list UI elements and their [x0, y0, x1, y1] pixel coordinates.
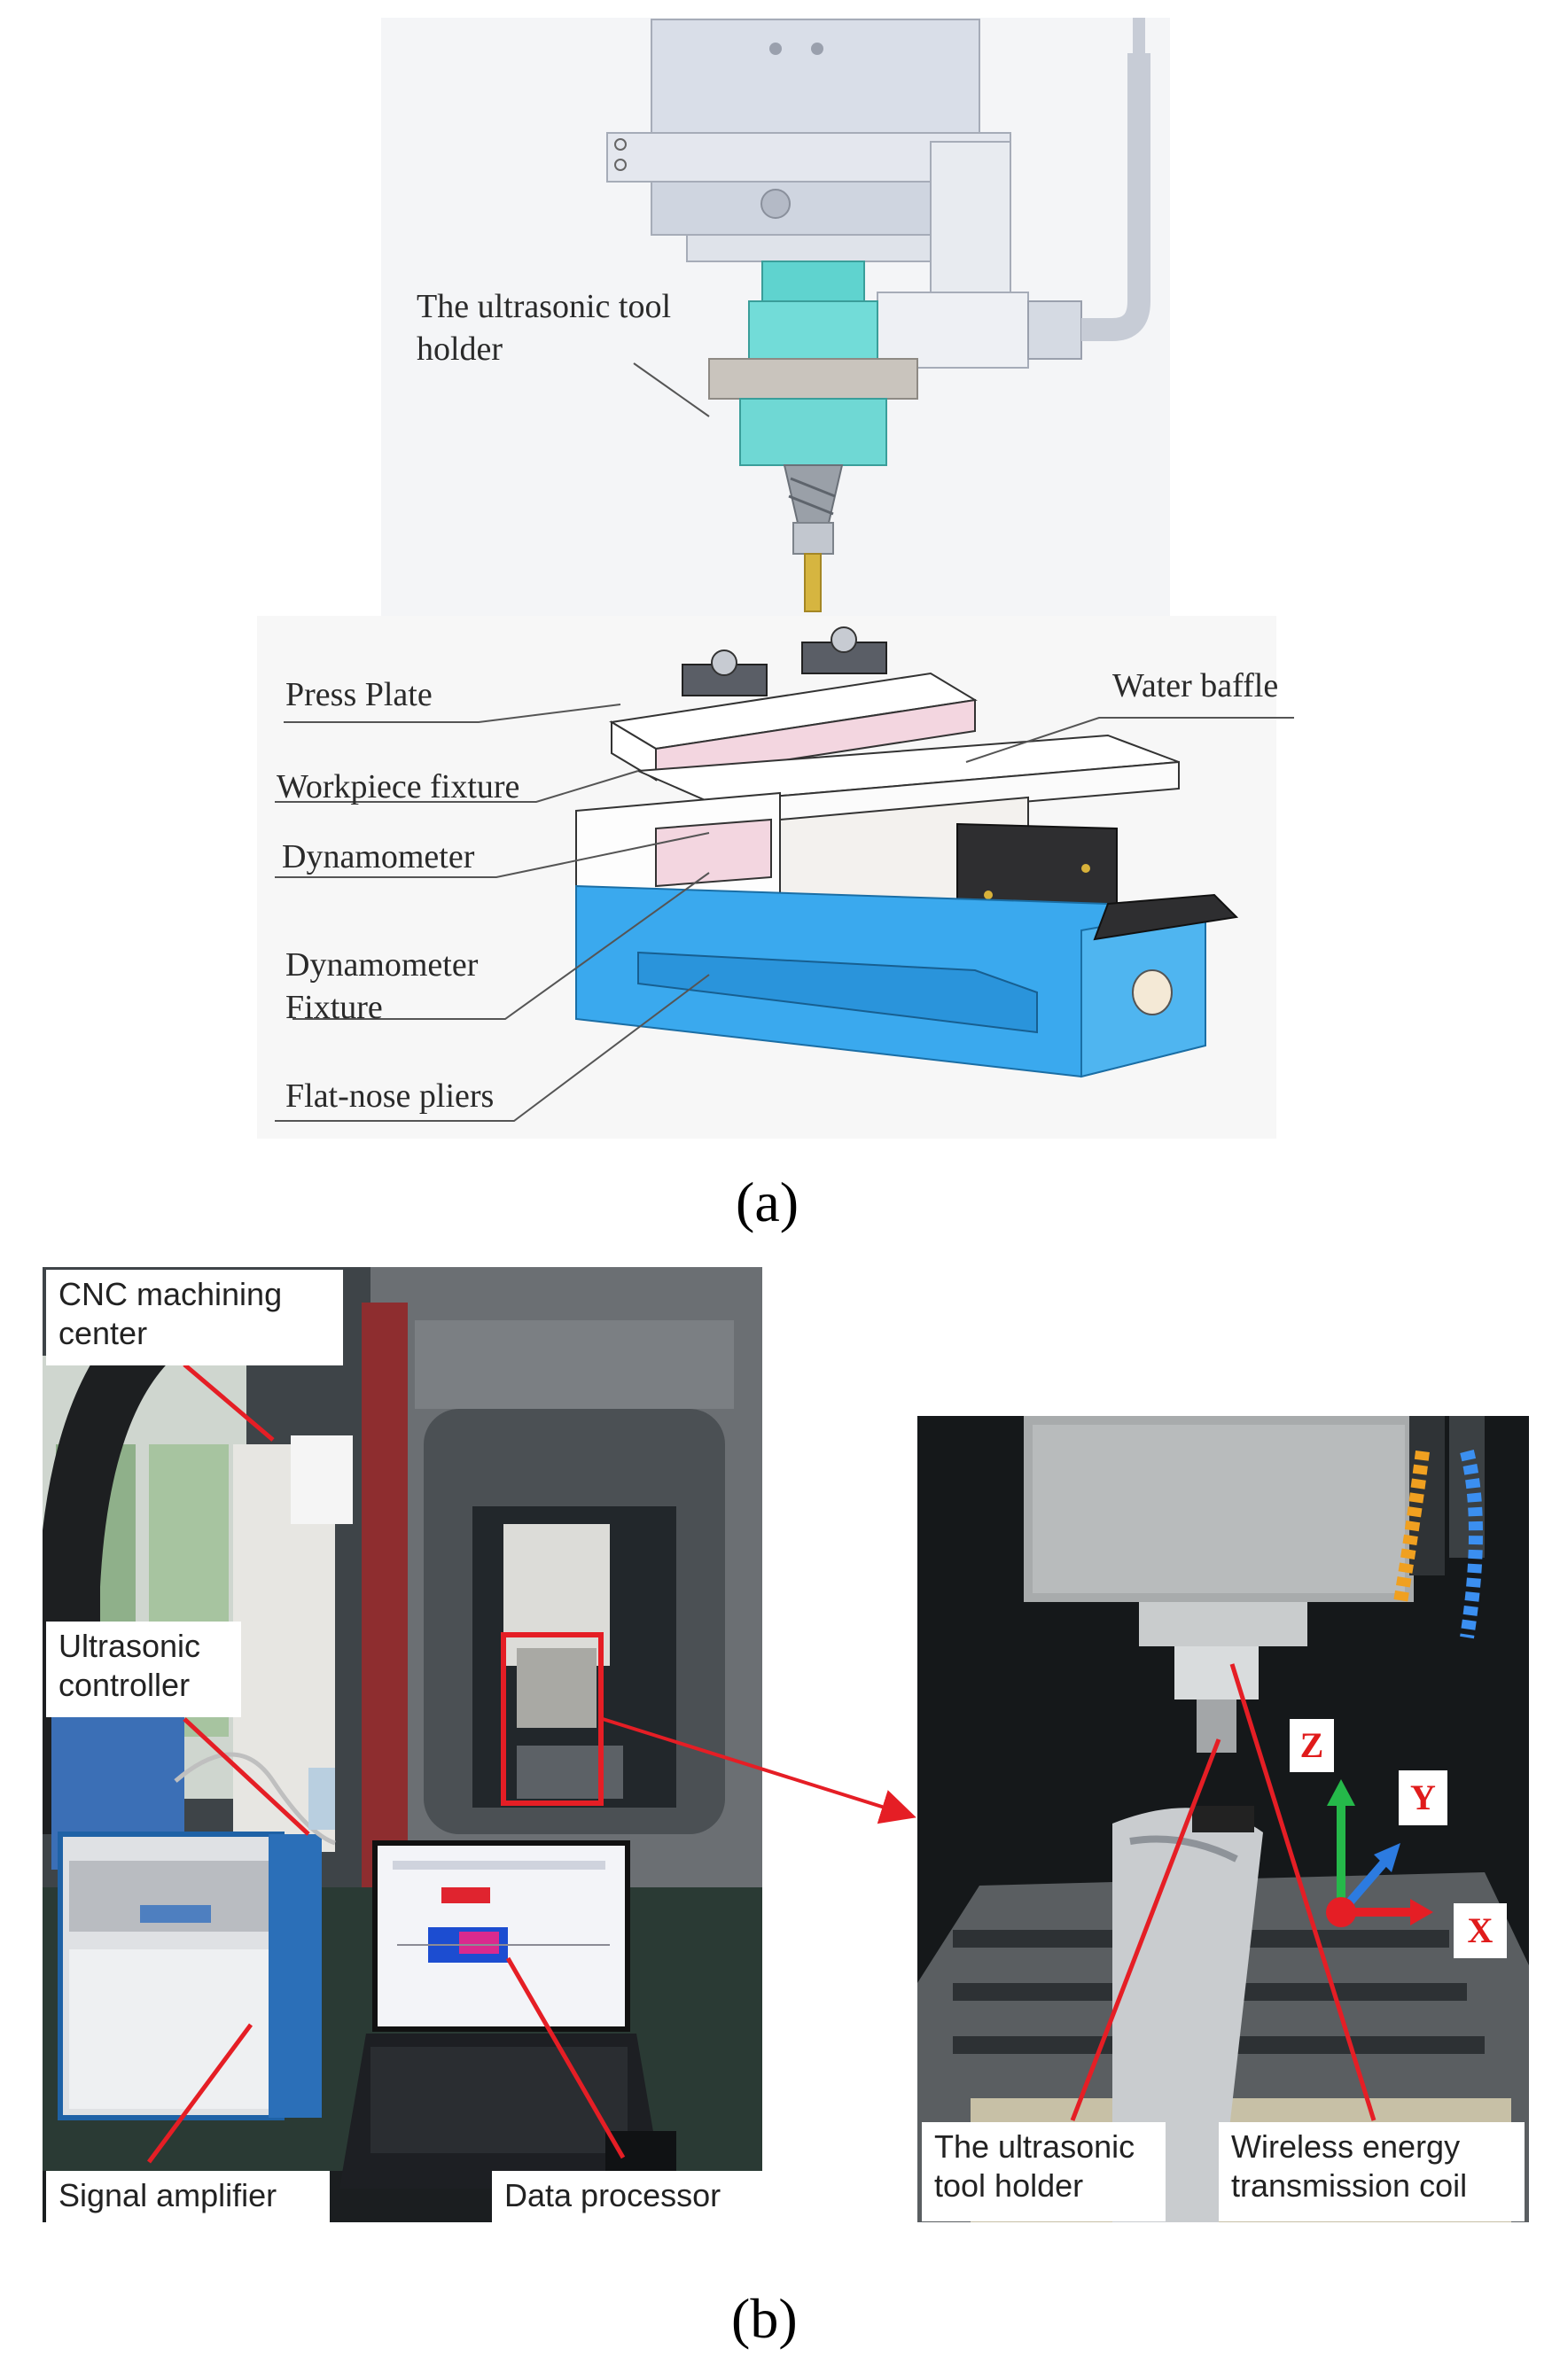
axis-label-z: Z: [1290, 1719, 1334, 1772]
label-data-processor: Data processor: [492, 2171, 762, 2222]
leader-line: [633, 362, 710, 417]
label-water-baffle: Water baffle: [1112, 667, 1279, 704]
coolant-pipe: [877, 18, 1150, 369]
label-press-plate: Press Plate: [285, 676, 433, 713]
cad-assembly-drawing: [257, 18, 1294, 1139]
ultrasonic-tool-holder: [708, 261, 918, 612]
label-ultrasonic-controller: Ultrasonic controller: [46, 1622, 241, 1717]
axis-label-y: Y: [1399, 1770, 1447, 1825]
label-workpiece-fixture: Workpiece fixture: [277, 768, 520, 805]
label-dynamometer-fixture: Dynamometer Fixture: [285, 946, 479, 1026]
axis-label-x: X: [1454, 1903, 1507, 1958]
label-flat-nose-pliers: Flat-nose pliers: [285, 1077, 495, 1115]
caption-panel-b: (b): [731, 2287, 798, 2350]
label-cnc-machining-center: CNC machining center: [46, 1270, 343, 1365]
label-tool-holder: The ultrasonic tool holder: [417, 288, 672, 368]
lab-setup-photo: [43, 1267, 762, 2222]
label-wireless-energy-coil: Wireless energy transmission coil: [1219, 2122, 1525, 2221]
cad-leader-lines: [275, 704, 1294, 1122]
caption-panel-a: (a): [736, 1171, 799, 1233]
fixture-assembly: [575, 626, 1239, 1078]
label-signal-amplifier: Signal amplifier: [46, 2171, 330, 2222]
label-ultrasonic-tool-holder: The ultrasonic tool holder: [922, 2122, 1166, 2221]
label-dynamometer: Dynamometer: [282, 838, 475, 875]
